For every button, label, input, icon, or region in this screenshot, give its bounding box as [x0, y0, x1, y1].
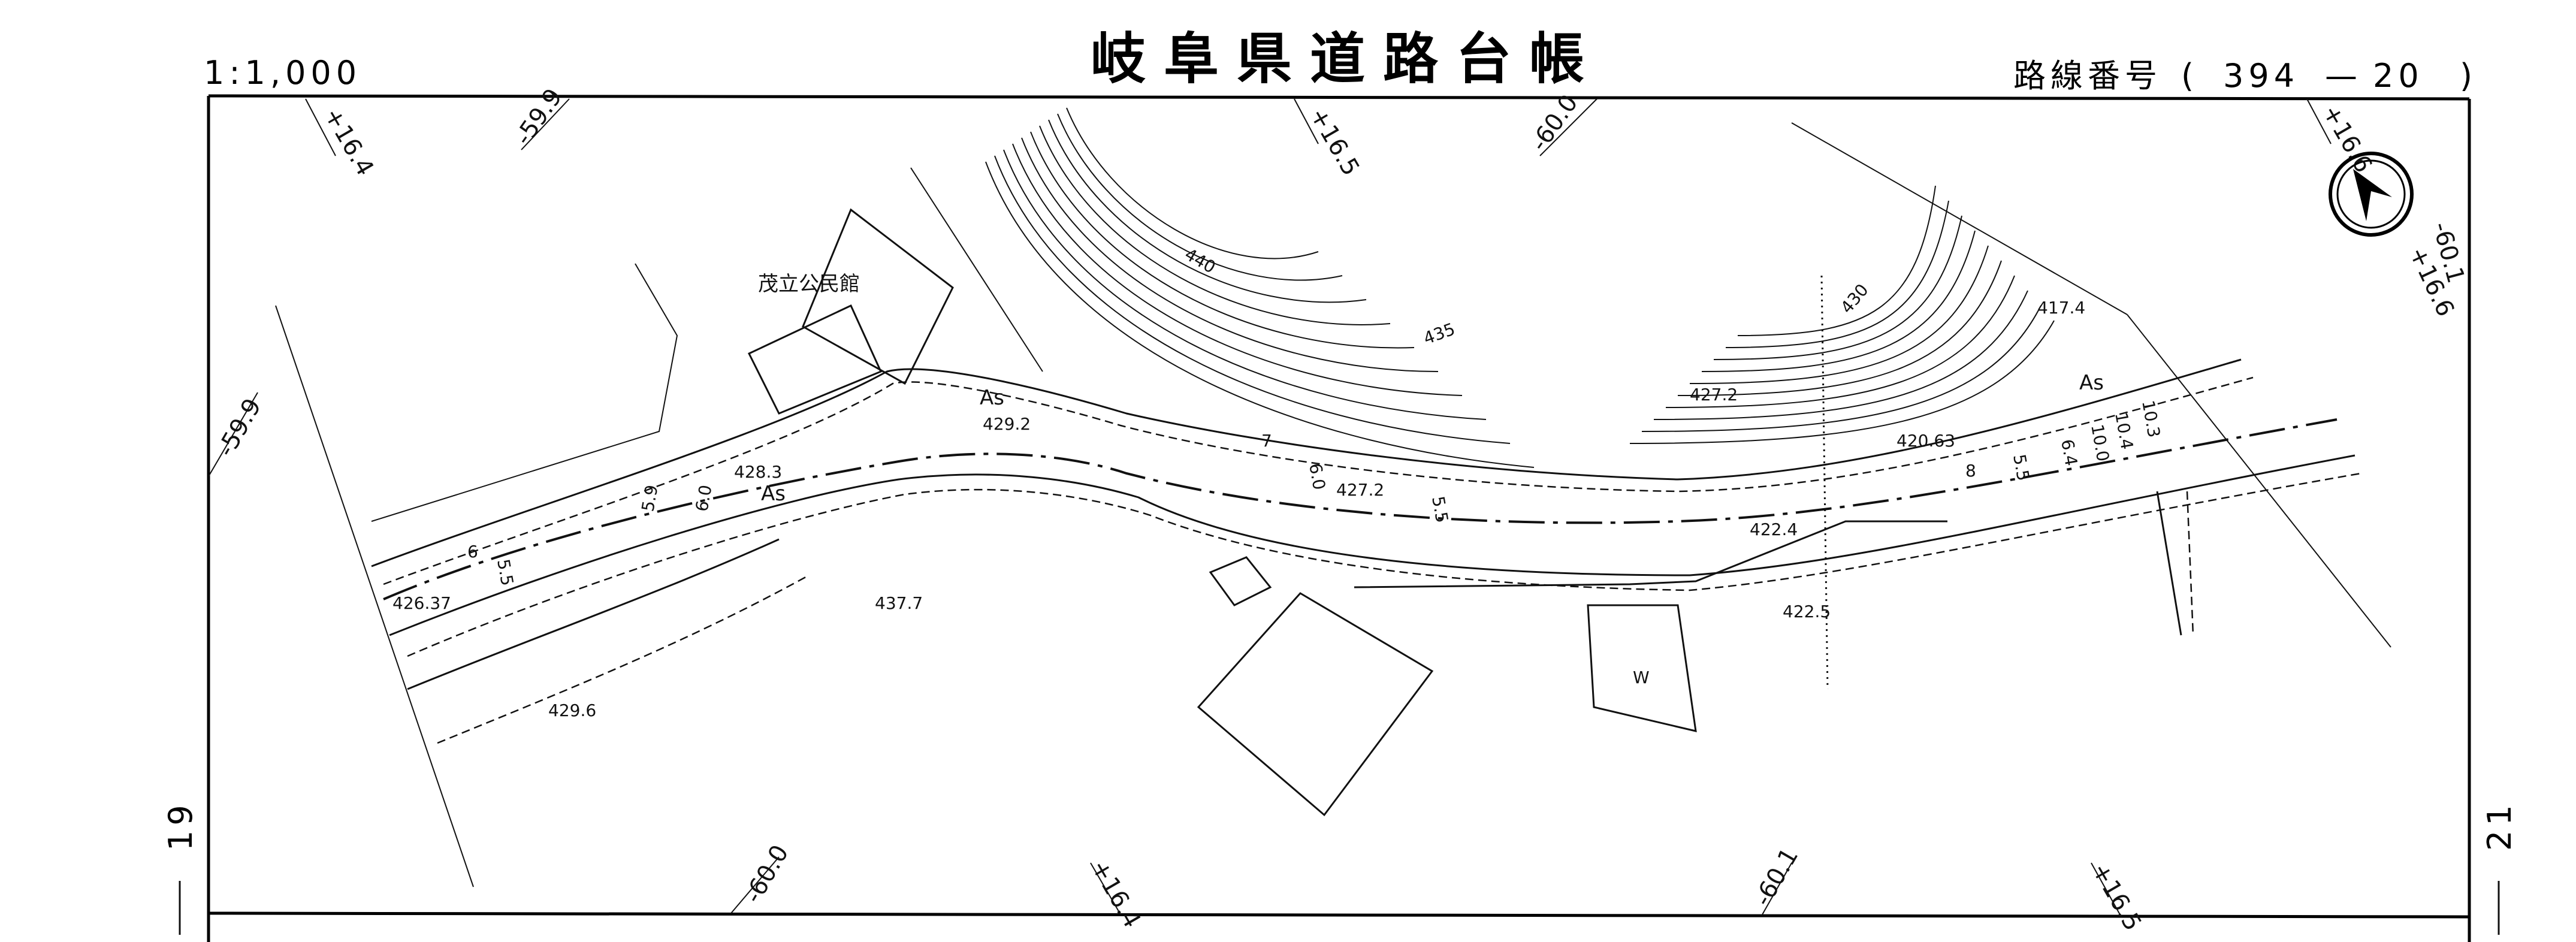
contour-line: [1641, 305, 2042, 432]
elevation-label: 428.3: [734, 462, 782, 482]
svg-text:+16.5: +16.5: [1304, 103, 1364, 180]
elevation-label: 426.37: [392, 593, 451, 613]
contour-line: [1737, 185, 1936, 336]
road: [371, 358, 2361, 744]
svg-text:+16.4: +16.4: [1085, 855, 1146, 932]
right-sheet-number: 21: [2481, 800, 2518, 851]
scale-label: 1:1,000: [204, 54, 361, 92]
buildings: [371, 208, 1697, 817]
svg-text:+16.4: +16.4: [318, 103, 379, 180]
contour-line: [1066, 107, 1319, 259]
width-label: 5.5: [1428, 494, 1452, 524]
contour-label: 435: [1421, 319, 1458, 348]
contour-line: [1021, 137, 1439, 372]
elevation-label: 429.2: [983, 414, 1031, 434]
svg-text:21: 21: [2481, 800, 2518, 851]
contour-line: [985, 161, 1535, 468]
contour-line: [1030, 131, 1415, 349]
elevation-label: 422.5: [1783, 602, 1831, 621]
elevation-label: 437.7: [875, 593, 923, 613]
svg-text:(: (: [2181, 57, 2198, 95]
svg-text:路線番号: 路線番号: [2013, 57, 2162, 95]
contour-line: [1003, 149, 1487, 420]
svg-text:+16.5: +16.5: [2086, 858, 2146, 935]
svg-text:): ): [2460, 57, 2477, 95]
contour-line: [1653, 290, 2028, 420]
contour-line: [1039, 125, 1391, 325]
elevation-label: 420.63: [1896, 431, 1955, 451]
surface-label: As: [980, 386, 1004, 410]
width-label: 6.4: [2057, 437, 2081, 467]
boundary-lines: [275, 122, 2391, 887]
svg-text:394: 394: [2223, 57, 2299, 95]
width-label: 6: [467, 542, 478, 561]
width-label: 5.5: [2009, 452, 2033, 482]
width-label: 8: [1965, 461, 1976, 481]
contour-line: [1701, 230, 1976, 372]
north-arrow-icon: [2329, 152, 2414, 237]
svg-text:+16.6: +16.6: [2317, 100, 2377, 177]
width-label: 5.9: [638, 484, 662, 514]
building-label: 茂立公民館: [758, 272, 860, 296]
width-label: 6.0: [1305, 461, 1329, 491]
contour-line: [1057, 113, 1343, 281]
contour-label: 430: [1837, 280, 1873, 317]
width-label: 10.3: [2138, 398, 2164, 439]
svg-text:20: 20: [2373, 57, 2424, 95]
contour-line: [1665, 275, 2015, 408]
svg-text:-59.9: -59.9: [212, 394, 267, 461]
water-label: W: [1633, 668, 1650, 687]
elevation-label: 422.4: [1750, 520, 1798, 539]
svg-text:19: 19: [162, 800, 200, 851]
contour-line: [1048, 119, 1367, 303]
map-frame: [207, 94, 2471, 942]
contour-line: [1713, 215, 1962, 360]
width-label: 10.4: [2111, 410, 2137, 451]
elevation-label: 429.6: [548, 701, 596, 720]
width-label: 7: [1261, 431, 1272, 451]
elevation-label: 417.4: [2037, 298, 2085, 318]
contour-line: [1012, 143, 1463, 396]
svg-text:-60.0: -60.0: [1526, 90, 1584, 156]
map-title: 岐阜県道路台帳: [1091, 27, 1602, 91]
contour-lines: [985, 107, 2055, 468]
svg-text:—: —: [2325, 57, 2362, 95]
elevation-label: 427.2: [1690, 385, 1738, 404]
surface-label: As: [2079, 371, 2104, 395]
contour-line: [1629, 320, 2055, 444]
svg-text:-59.9: -59.9: [510, 84, 568, 150]
contour-line: [1689, 245, 1989, 384]
width-label: 5.5: [493, 557, 517, 587]
svg-text:-60.0: -60.0: [739, 840, 795, 908]
contour-line: [1725, 200, 1949, 348]
width-label: 6.0: [691, 484, 715, 514]
surface-label: As: [761, 482, 786, 506]
route-number: 路線番号 ( 394 — 20 ): [2013, 57, 2477, 95]
elevation-label: 427.2: [1336, 480, 1384, 500]
left-sheet-number: 19: [162, 800, 200, 851]
contour-line: [994, 155, 1511, 444]
width-label: 10.0: [2087, 422, 2113, 463]
contour-line: [1677, 260, 2002, 396]
svg-text:-60.1: -60.1: [1749, 843, 1804, 911]
